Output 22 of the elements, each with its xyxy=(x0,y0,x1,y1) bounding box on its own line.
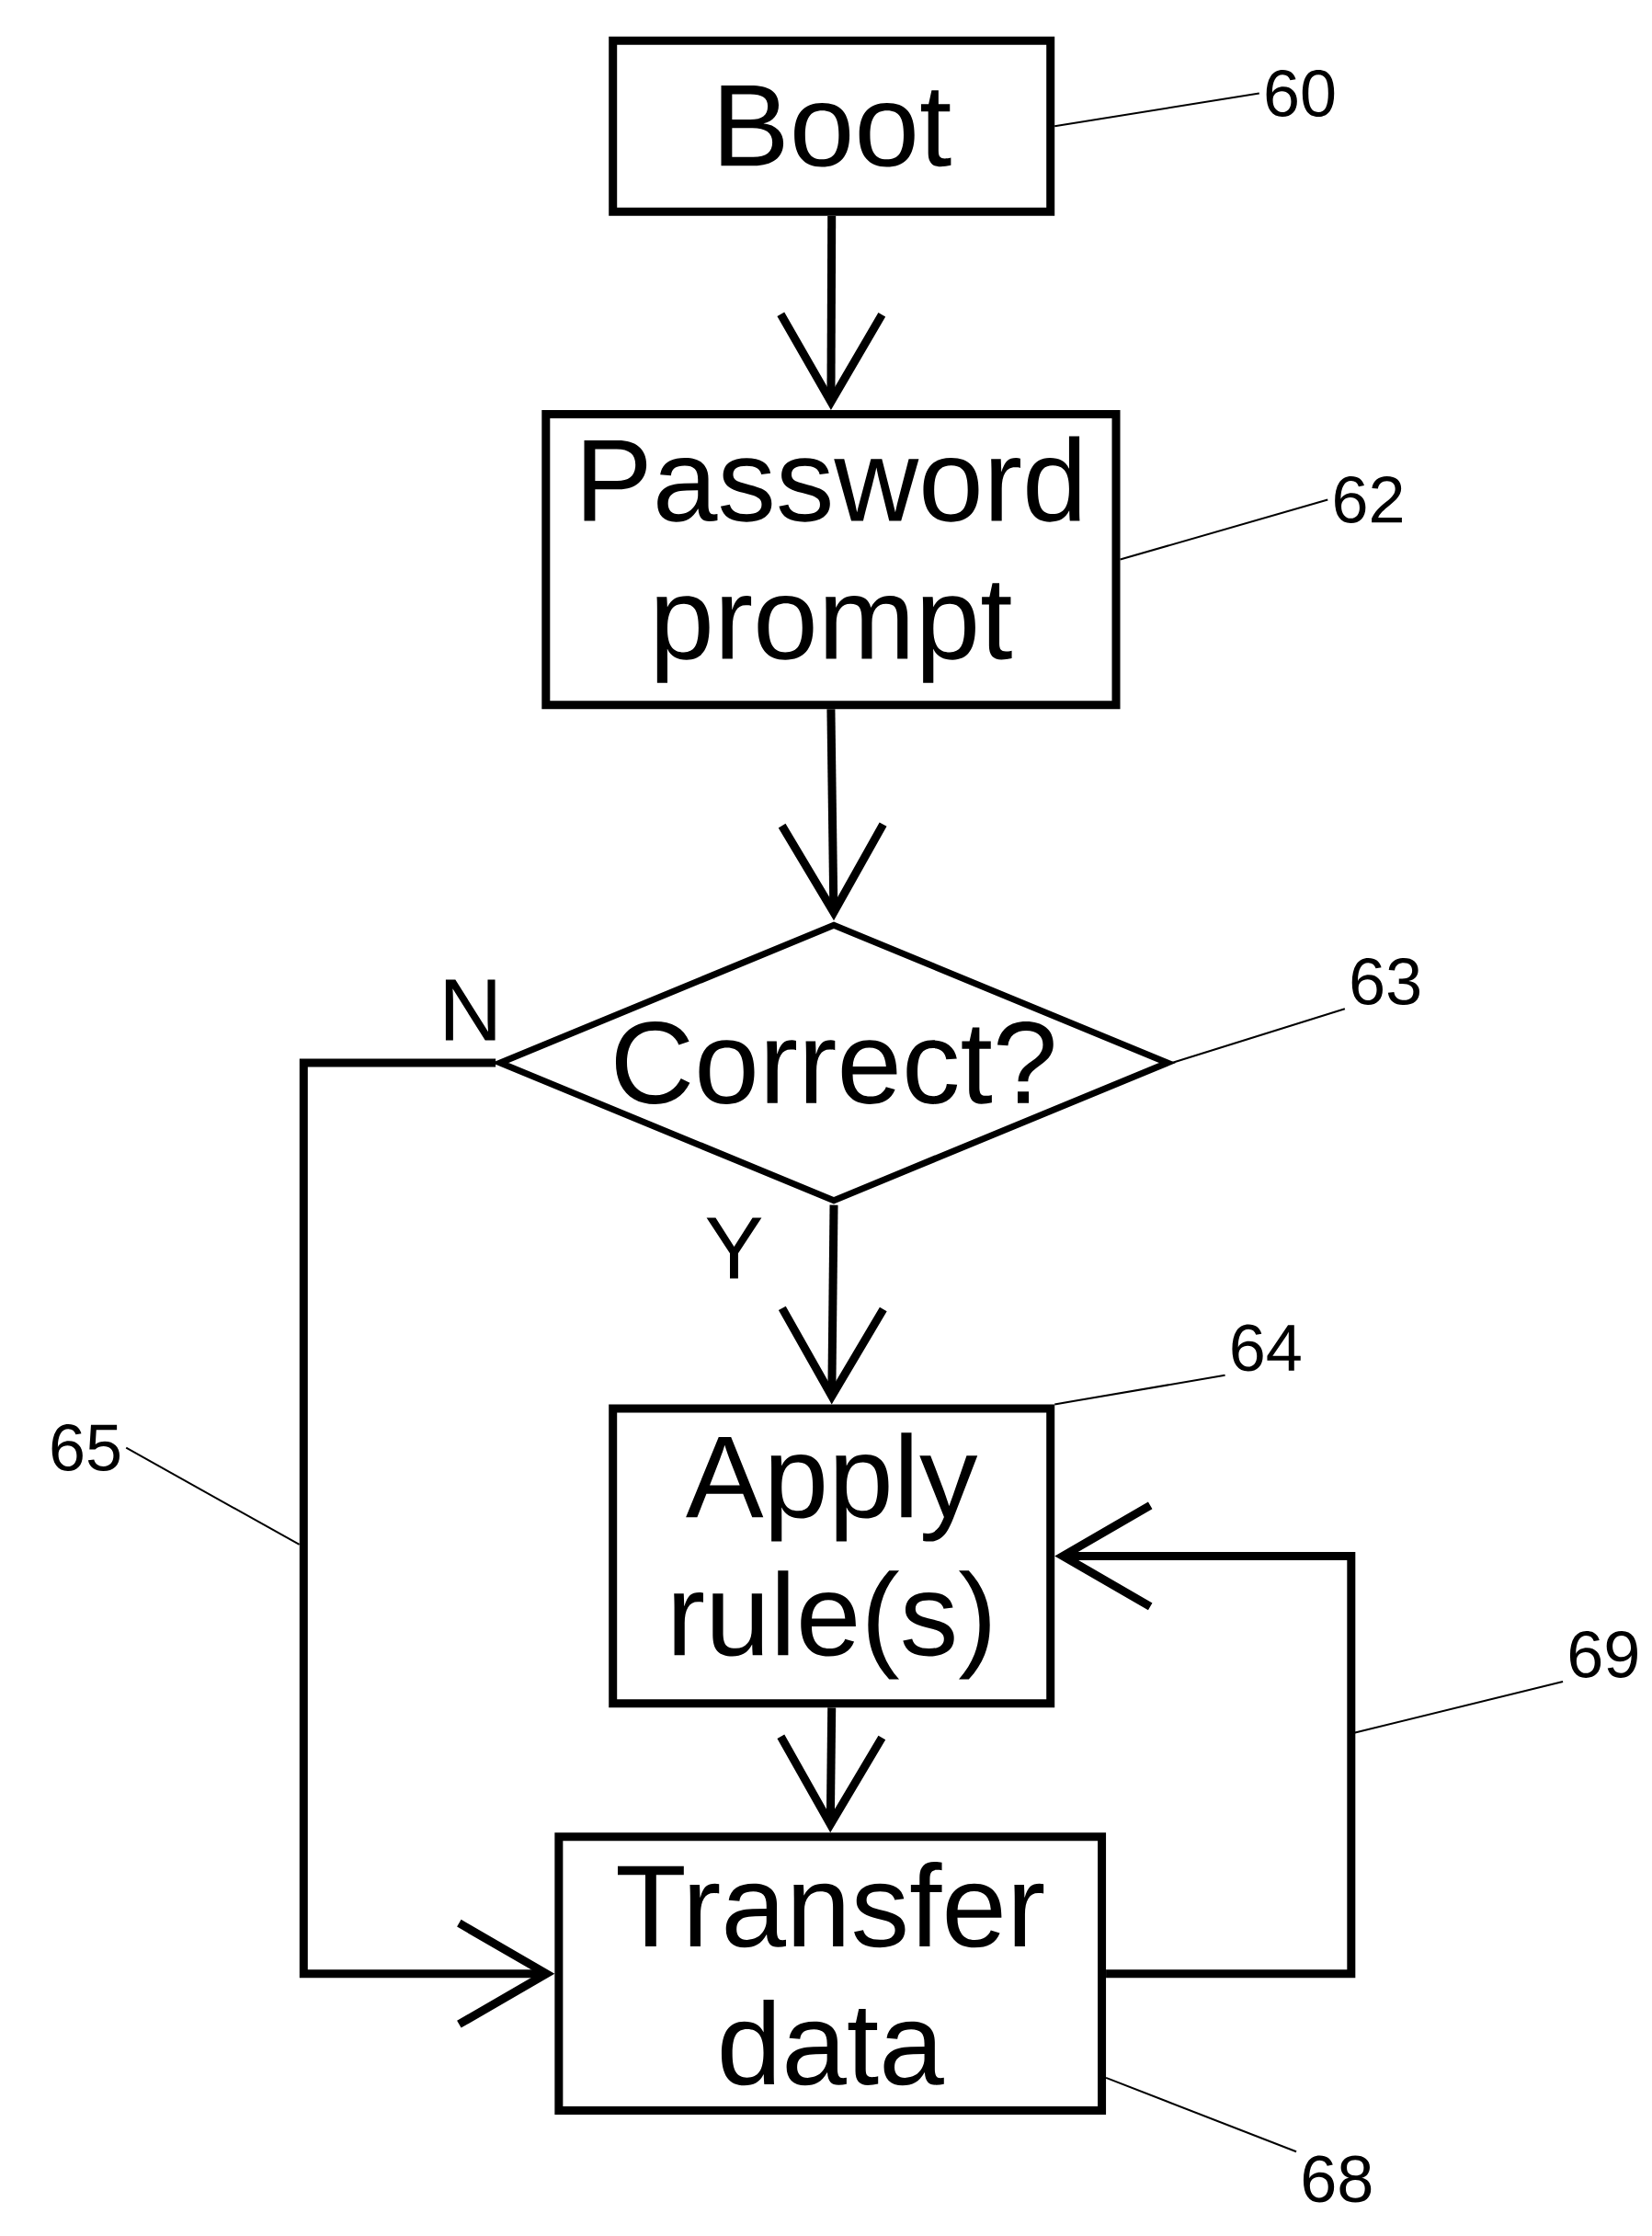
callout-number: 60 xyxy=(1266,70,1335,118)
callout-number: 62 xyxy=(1335,476,1402,523)
leader-line xyxy=(1105,2076,1298,2153)
leader-line xyxy=(1054,92,1260,128)
callout-number: 64 xyxy=(1232,1324,1301,1372)
leader-line xyxy=(1353,1681,1565,1734)
callout-number: 69 xyxy=(1569,1630,1637,1678)
edge-label: N xyxy=(445,979,496,1041)
leader-line xyxy=(125,1446,301,1546)
process-box: Transfer data xyxy=(554,1832,1107,2116)
leader-line xyxy=(1119,498,1329,561)
callout-number: 68 xyxy=(1303,2155,1372,2203)
arrow xyxy=(1054,1501,1356,1979)
leader-line xyxy=(1170,1008,1346,1064)
process-box: Password prompt xyxy=(541,409,1121,710)
edge-label: Y xyxy=(706,1217,762,1279)
callout-number: 65 xyxy=(51,1424,120,1472)
callout-number: 63 xyxy=(1351,958,1419,1006)
process-box: Boot xyxy=(609,36,1055,216)
process-box: Apply rule(s) xyxy=(609,1404,1055,1708)
leader-line xyxy=(1054,1374,1226,1406)
arrow xyxy=(299,1058,555,2028)
